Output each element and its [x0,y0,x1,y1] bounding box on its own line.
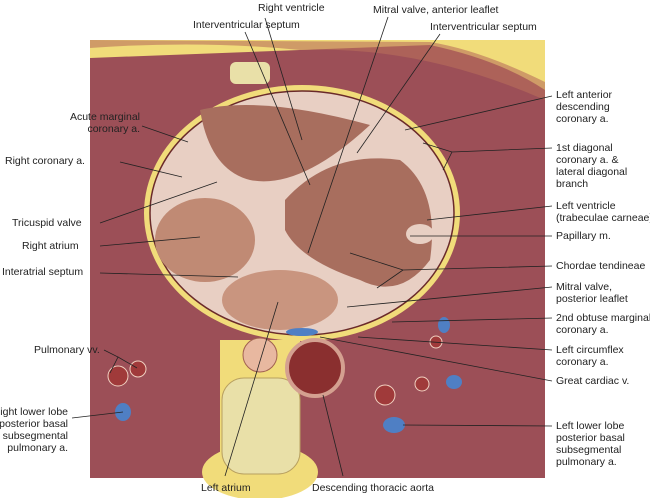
right-ventricle [200,105,370,182]
line: Left anterior [556,89,613,101]
label-papillary: Papillary m. [556,230,611,242]
label-right-ventricle: Right ventricle [258,2,325,14]
label-great-cardiac-vein: Great cardiac v. [556,375,630,387]
line: Left circumflex [556,344,624,356]
line: 1st diagonal [556,142,613,154]
papillary-muscle [406,224,434,244]
chest-wall-fat [90,40,545,90]
label-tricuspid-valve: Tricuspid valve [12,217,82,229]
line: Right lower lobe [0,406,68,418]
vertebra [221,377,301,475]
line: Left ventricle [556,200,616,212]
pulmonary-veins [107,335,443,406]
line: lateral diagonal [556,166,628,178]
label-left-ventricle: Left ventricle(trabeculae carneae) [556,200,650,224]
line: (trabeculae carneae) [556,212,650,224]
sternum [230,62,270,84]
line: branch [556,178,589,190]
line: subsegmental [2,430,68,442]
chest-muscle [90,40,545,100]
label-pulmonary-vv: Pulmonary vv. [34,344,100,356]
great-cardiac-vein [286,328,318,336]
leader-lines [71,16,553,477]
label-interventricular-septum: Interventricular septum [193,19,300,31]
line: posterior leaflet [556,293,628,305]
label-chordae: Chordae tendineae [556,260,646,272]
line: pulmonary a. [7,442,68,454]
line: pulmonary a. [556,456,617,468]
line: posterior basal [0,418,68,430]
line: posterior basal [556,432,625,444]
line: Left lower lobe [556,420,625,432]
line: coronary a. [87,123,140,135]
line: coronary a. & [556,154,619,166]
label-left-atrium: Left atrium [201,482,251,494]
label-interatrial-septum: Interatrial septum [2,266,84,278]
label-right-atrium: Right atrium [22,240,79,252]
line: coronary a. [556,324,609,336]
line: coronary a. [556,356,609,368]
label-right-coronary: Right coronary a. [5,155,85,167]
label-mitral-posterior: Mitral valve,posterior leaflet [556,281,628,305]
line: Acute marginal [69,111,140,123]
label-mitral-anterior-leaflet: Mitral valve, anterior leaflet [373,4,499,16]
label-interventricular-septum-2: Interventricular septum [430,21,537,33]
descending-aorta [285,338,345,398]
left-ventricle [285,158,432,287]
right-atrium [155,198,255,282]
line: descending [556,101,610,113]
line: coronary a. [556,113,609,125]
line: subsegmental [556,444,622,456]
line: 2nd obtuse marginal [556,312,650,324]
left-atrium [222,270,338,330]
label-descending-aorta: Descending thoracic aorta [312,482,434,494]
esophagus [242,337,278,373]
line: Mitral valve, [556,281,613,293]
